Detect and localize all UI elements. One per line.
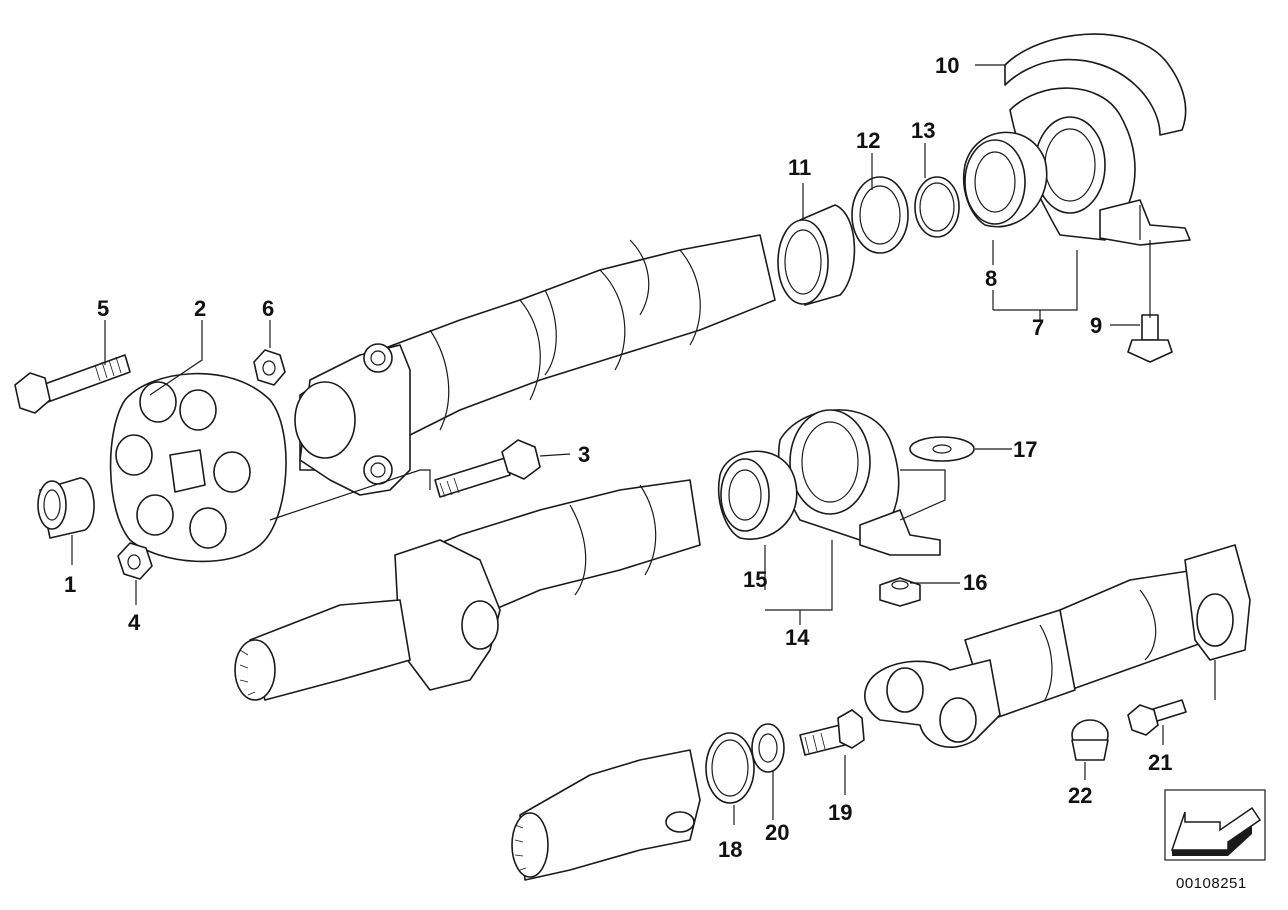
bolt-22 bbox=[1071, 719, 1109, 761]
snap-ring-13 bbox=[914, 176, 960, 238]
end-yoke bbox=[511, 749, 701, 881]
bolt-9 bbox=[1127, 314, 1173, 363]
diagram-reference-number: 00108251 bbox=[1176, 875, 1247, 892]
callout-12: 12 bbox=[856, 128, 880, 153]
callout-15: 15 bbox=[743, 567, 767, 592]
centering-sleeve bbox=[37, 477, 95, 539]
upper-propshaft bbox=[294, 234, 776, 496]
callout-7: 7 bbox=[1032, 315, 1044, 340]
callout-10: 10 bbox=[935, 53, 959, 78]
washer-18 bbox=[705, 732, 755, 804]
callout-16: 16 bbox=[963, 570, 987, 595]
center-bearing-lower bbox=[717, 409, 941, 556]
bolt-19 bbox=[799, 709, 865, 756]
callout-3: 3 bbox=[578, 442, 590, 467]
callout-17: 17 bbox=[1013, 437, 1037, 462]
middle-propshaft bbox=[234, 479, 701, 701]
center-bearing-upper bbox=[962, 33, 1191, 246]
callout-18: 18 bbox=[718, 837, 742, 862]
bolt-21 bbox=[1127, 699, 1187, 736]
flex-disc bbox=[109, 372, 287, 563]
callout-9: 9 bbox=[1090, 313, 1102, 338]
hex-bolt-5 bbox=[14, 354, 131, 414]
lower-propshaft bbox=[864, 544, 1251, 749]
callout-6: 6 bbox=[262, 296, 274, 321]
callout-4: 4 bbox=[128, 610, 141, 635]
hex-bolt-3 bbox=[434, 439, 541, 498]
callout-14: 14 bbox=[785, 625, 810, 650]
callout-2: 2 bbox=[194, 296, 206, 321]
washer-17 bbox=[909, 436, 975, 462]
callouts: 1 2 3 4 5 6 7 8 9 10 11 12 13 14 15 16 1… bbox=[64, 53, 1172, 862]
callout-8: 8 bbox=[985, 266, 997, 291]
arrow-icon bbox=[1164, 789, 1266, 861]
nut-16 bbox=[879, 577, 921, 607]
callout-1: 1 bbox=[64, 572, 76, 597]
callout-21: 21 bbox=[1148, 750, 1172, 775]
nut-6 bbox=[253, 349, 286, 386]
nut-4 bbox=[117, 542, 153, 580]
dust-ring-12 bbox=[851, 176, 909, 254]
callout-13: 13 bbox=[911, 118, 935, 143]
callout-19: 19 bbox=[828, 800, 852, 825]
callout-5: 5 bbox=[97, 296, 109, 321]
callout-11: 11 bbox=[788, 155, 811, 180]
leader-lines bbox=[71, 64, 1216, 825]
callout-22: 22 bbox=[1068, 783, 1092, 808]
sleeve-11 bbox=[777, 204, 856, 306]
washer-20 bbox=[751, 723, 785, 773]
callout-20: 20 bbox=[765, 820, 789, 845]
